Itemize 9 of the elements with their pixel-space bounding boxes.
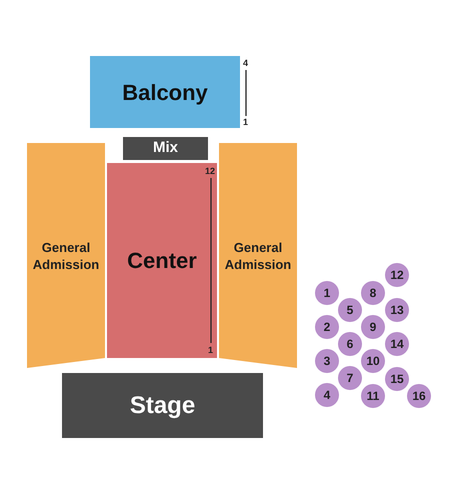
mix-area: Mix [123,137,208,160]
section-label: General Admission [32,238,100,272]
stage-block: Stage [62,373,263,438]
row-number: 1 [243,118,248,127]
row-number: 4 [243,59,248,68]
row-number: 12 [205,167,216,176]
section-label: General Admission [224,238,292,272]
row-number: 1 [208,346,214,355]
balcony-section: Balcony [90,56,240,128]
